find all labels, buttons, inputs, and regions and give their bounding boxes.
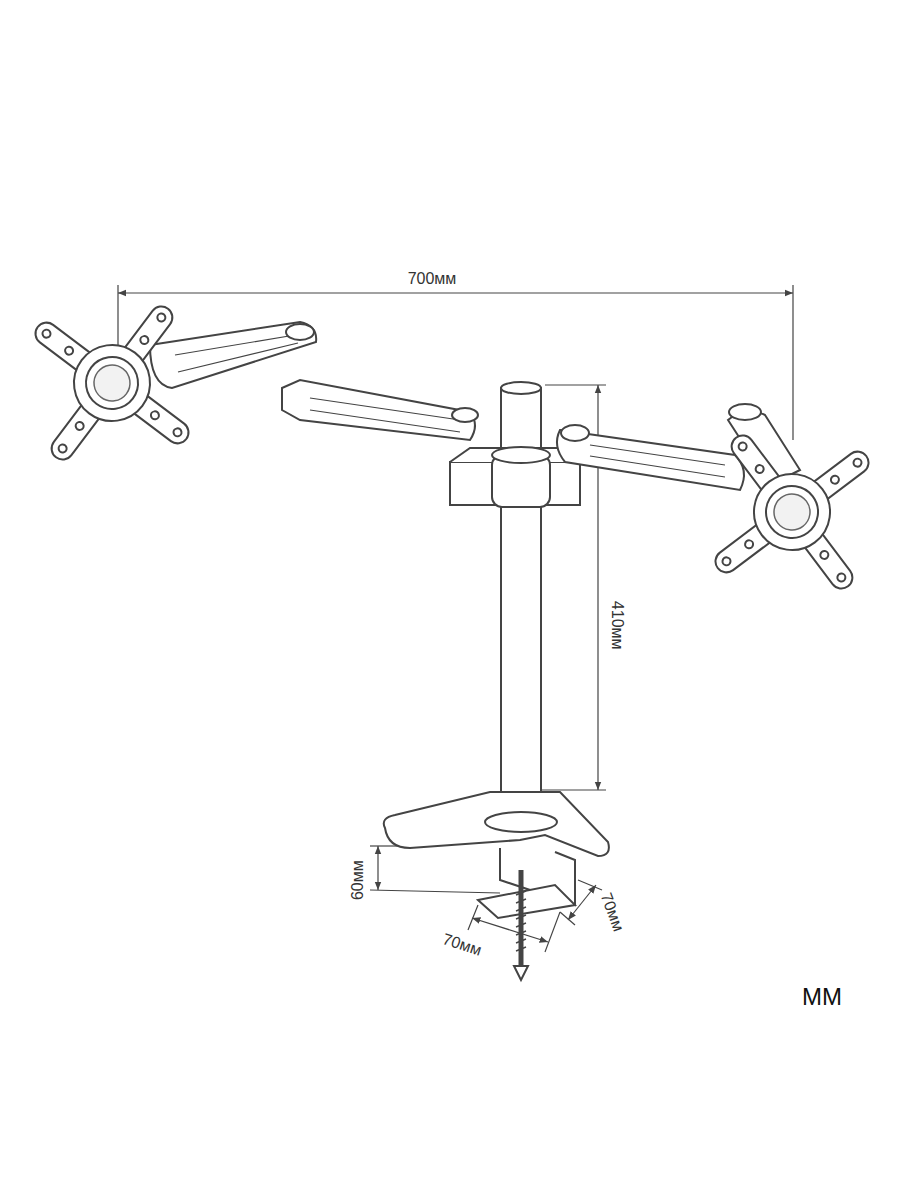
drawing-part: [516, 947, 526, 951]
drawing-part: [175, 335, 295, 355]
drawing-part: [516, 939, 526, 943]
drawing-part: [590, 445, 725, 465]
drawing-part: [545, 384, 606, 385]
dimension-label: 70мм: [596, 887, 629, 936]
drawing-part: [452, 408, 478, 422]
drawing-part: [310, 410, 460, 432]
dimension-label: 70мм: [437, 929, 486, 961]
drawing-part: [578, 880, 602, 890]
drawing-part: [286, 324, 314, 340]
drawing-part: [516, 907, 526, 911]
drawing-part: [560, 912, 575, 925]
drawing-part: [468, 905, 478, 930]
desk-clamp: [478, 848, 575, 980]
drawing-part: [117, 285, 118, 345]
drawing-part: [519, 870, 524, 968]
drawing-part: [485, 812, 557, 832]
vesa-plate: [42, 313, 182, 453]
unit-note: MM: [799, 983, 845, 1011]
drawing-part: [384, 792, 609, 856]
drawing-part: [729, 404, 761, 420]
dimension-label: 60мм: [349, 857, 367, 903]
dimension-label: 700мм: [405, 270, 460, 288]
desk-base: [384, 792, 609, 856]
drawing-part: [516, 891, 526, 895]
drawing-part: [516, 891, 526, 951]
drawing-part: [472, 918, 548, 942]
drawing-part: [516, 923, 526, 927]
dimension-label: 410мм: [607, 598, 625, 653]
drawing-part: [178, 343, 298, 372]
drawing-part: [561, 425, 589, 441]
drawing-part: [542, 789, 606, 790]
drawing-part: [377, 846, 378, 890]
drawing-part: [118, 292, 793, 293]
drawing-part: [516, 931, 526, 935]
drawing-part: [545, 912, 560, 952]
left-arm: [150, 322, 478, 440]
drawing-part: [310, 398, 460, 420]
drawing-part: [501, 382, 541, 394]
drawing-part: [792, 285, 793, 440]
drawing-part: [516, 899, 526, 903]
vesa-plate: [722, 442, 862, 582]
drawing-part: [492, 447, 550, 463]
drawing-part: [370, 890, 500, 893]
dimension-lines: [118, 285, 793, 952]
drawing-part: [514, 966, 528, 980]
drawing-part: [478, 885, 575, 918]
drawing-part: [282, 380, 475, 440]
drawing-part: [150, 322, 316, 388]
drawing-part: [590, 456, 725, 477]
drawing-part: [516, 915, 526, 919]
